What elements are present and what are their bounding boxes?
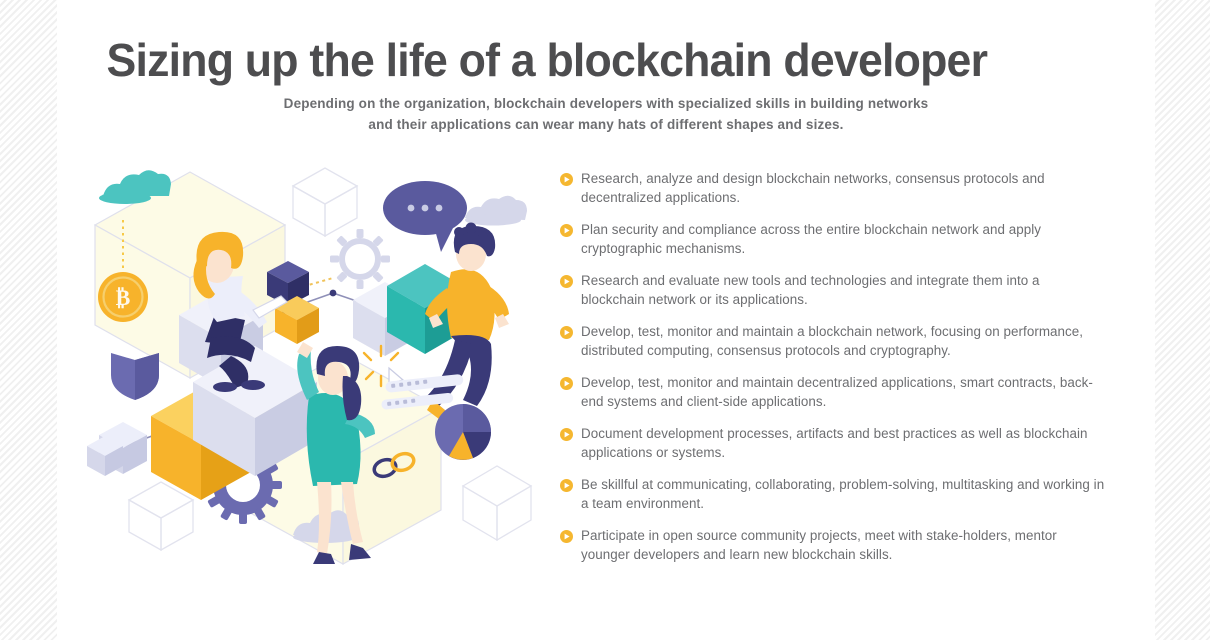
subtitle-line-1: Depending on the organization, blockchai…: [283, 96, 929, 112]
play-circle-icon: [560, 275, 573, 288]
page-subtitle: Depending on the organization, blockchai…: [57, 94, 1155, 136]
person-carrying-cube: [425, 222, 509, 422]
teal-cloud: [99, 170, 171, 204]
lavender-cloud: [465, 195, 527, 226]
list-item-text: Develop, test, monitor and maintain dece…: [581, 375, 1093, 409]
right-hatch-band: [1155, 0, 1210, 640]
document-lines: [381, 374, 464, 410]
shield: [111, 353, 159, 400]
play-circle-icon: [560, 224, 573, 237]
list-item: Research and evaluate new tools and tech…: [560, 272, 1105, 309]
bitcoin-coin: ₿: [98, 220, 148, 322]
list-item: Develop, test, monitor and maintain a bl…: [560, 323, 1105, 360]
body-wrap: ₿: [57, 160, 1155, 610]
list-item-text: Participate in open source community pro…: [581, 528, 1057, 562]
play-circle-icon: [560, 479, 573, 492]
list-item-text: Develop, test, monitor and maintain a bl…: [581, 324, 1084, 358]
list-item-text: Be skillful at communicating, collaborat…: [581, 477, 1105, 511]
list-item-text: Research, analyze and design blockchain …: [581, 171, 1045, 205]
play-circle-icon: [560, 428, 573, 441]
list-item: Document development processes, artifact…: [560, 425, 1105, 462]
list-item-text: Document development processes, artifact…: [581, 426, 1088, 460]
pie-chart: [435, 404, 491, 460]
wireframe-cube: [127, 481, 195, 552]
gear-outline: [339, 238, 381, 280]
svg-text:₿: ₿: [116, 285, 131, 310]
list-item: Research, analyze and design blockchain …: [560, 170, 1105, 207]
content-canvas: Sizing up the life of a blockchain devel…: [57, 0, 1155, 640]
responsibilities-list: Research, analyze and design blockchain …: [560, 170, 1105, 564]
play-circle-icon: [560, 326, 573, 339]
page-title: Sizing up the life of a blockchain devel…: [106, 34, 988, 86]
list-item: Be skillful at communicating, collaborat…: [560, 476, 1105, 513]
header: Sizing up the life of a blockchain devel…: [57, 0, 1155, 136]
wireframe-cube: [291, 167, 359, 238]
list-item: Participate in open source community pro…: [560, 527, 1105, 564]
play-circle-icon: [560, 173, 573, 186]
blockchain-illustration: ₿: [85, 160, 555, 600]
list-item-text: Plan security and compliance across the …: [581, 222, 1042, 256]
speech-bubble: [383, 181, 467, 252]
person-seated-laptop: [193, 231, 288, 392]
list-item-text: Research and evaluate new tools and tech…: [581, 273, 1040, 307]
subtitle-line-2: and their applications can wear many hat…: [368, 117, 844, 133]
list-item: Develop, test, monitor and maintain dece…: [560, 374, 1105, 411]
person-reaching-up: [297, 342, 375, 564]
play-circle-icon: [560, 530, 573, 543]
wireframe-cube: [461, 465, 533, 542]
sparkle-icon: [362, 344, 400, 388]
play-circle-icon: [560, 377, 573, 390]
list-item: Plan security and compliance across the …: [560, 221, 1105, 258]
left-hatch-band: [0, 0, 57, 640]
gear-outline-teeth: [330, 229, 390, 289]
chain-links-icon: [372, 451, 416, 479]
lavender-cube: [87, 436, 123, 476]
